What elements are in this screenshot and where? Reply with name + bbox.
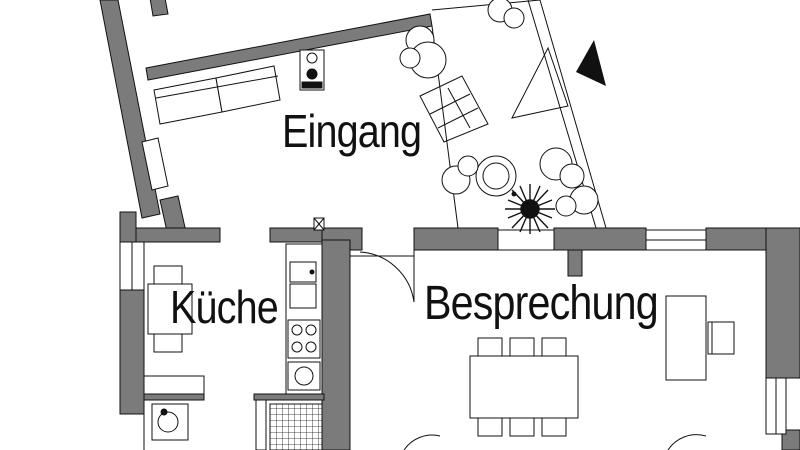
wall-upper-diagonal (99, 0, 161, 219)
wall-kitchen-bottom (253, 393, 325, 401)
armchair-right (667, 434, 707, 450)
window-upper-left (141, 137, 169, 191)
meeting-chair (477, 337, 503, 357)
wall-top-meeting (413, 227, 499, 251)
tree-symbol (539, 147, 585, 189)
terrace-boundary (431, 0, 607, 229)
meeting-area (350, 250, 735, 450)
kitchen-area (143, 217, 325, 450)
tree-symbol (441, 155, 479, 195)
wall-meeting-right-low (781, 429, 800, 450)
kitchen-cabinet-bottom (143, 375, 205, 395)
wall-kitchen-bottom-left (143, 393, 205, 401)
tree-symbol (487, 0, 525, 29)
windows (119, 137, 787, 435)
meeting-chair (541, 337, 567, 357)
meeting-chair (541, 417, 567, 437)
tree-symbols (399, 0, 599, 217)
entrance-cabinet-left (153, 77, 223, 125)
wall-kitchen-meeting (321, 239, 351, 450)
room-label-besprechung: Besprechung (424, 277, 659, 330)
wall-meeting-right (765, 227, 800, 379)
north-arrow-icon (576, 40, 606, 86)
wall-kitchen-left (119, 289, 145, 415)
meeting-door-swing (350, 251, 415, 303)
kitchen-chair (153, 333, 183, 353)
entrance-cabinet-right (215, 65, 281, 113)
entrance-stairs (419, 75, 489, 143)
room-label-kueche: Küche (170, 281, 279, 333)
wall-kitchen-left-top (119, 211, 137, 243)
tiled-floor (269, 403, 323, 450)
armchair-left (403, 434, 441, 450)
planter-ring (475, 155, 517, 197)
walls (99, 0, 800, 450)
window-meeting-top-left (497, 229, 555, 251)
meeting-chair (477, 417, 503, 437)
spiky-plant-symbol (505, 184, 555, 234)
entrance-area (153, 0, 607, 229)
wall-pillar (567, 249, 583, 277)
kitchen-chair (153, 265, 183, 285)
tree-symbol (555, 185, 599, 217)
wall-upper-short (149, 0, 169, 17)
tree-symbol (399, 25, 447, 79)
room-label-eingang: Eingang (282, 105, 422, 157)
wall-top-meeting-mid (553, 227, 647, 251)
meeting-chair (509, 337, 535, 357)
kitchen-cooktop (287, 319, 321, 359)
kitchen-sink (289, 261, 317, 283)
wall-upper-right (145, 13, 433, 81)
meeting-table (469, 355, 579, 419)
meeting-chair (509, 417, 535, 437)
meeting-desk (665, 295, 707, 381)
entrance-ramp (511, 46, 569, 119)
